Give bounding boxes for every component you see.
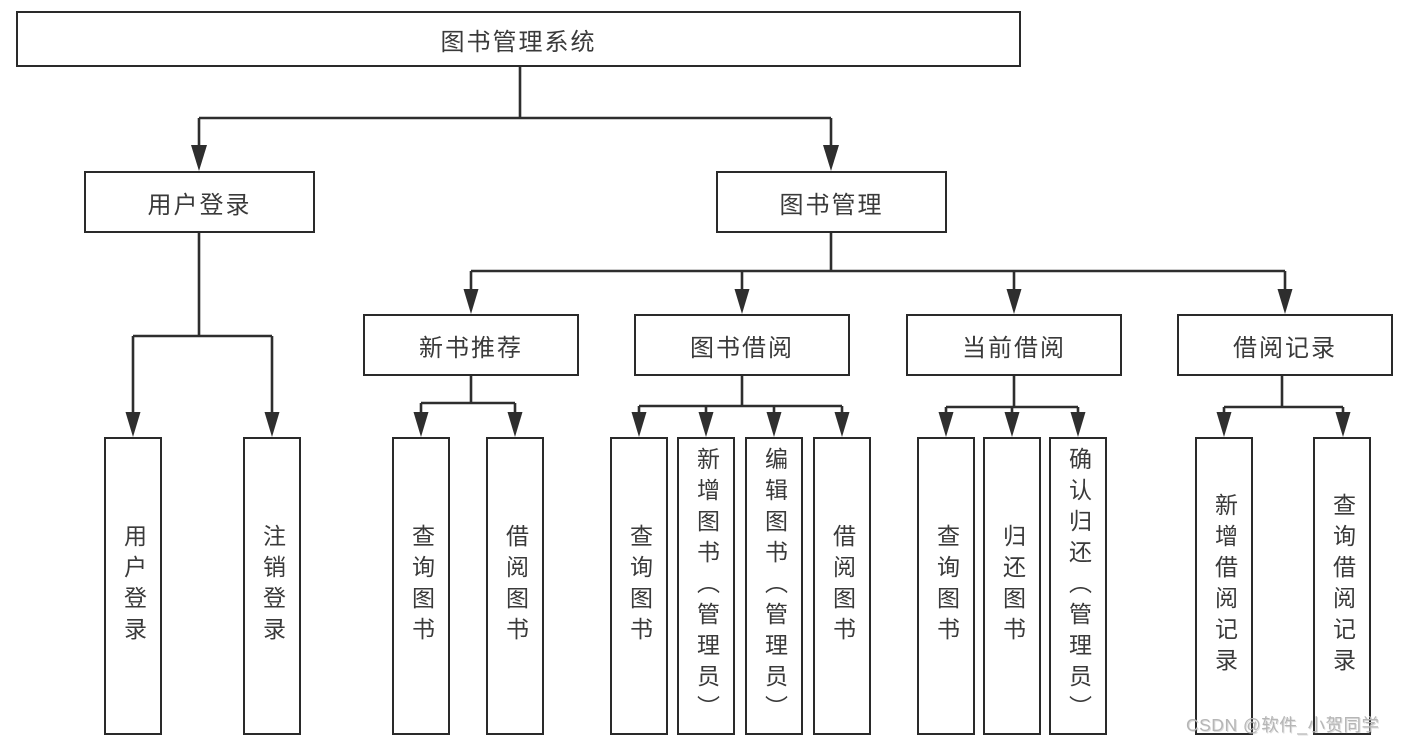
node-book-management: 图书管理 <box>716 171 947 233</box>
leaf-borrow-books-recommend: 借阅图书 <box>486 437 544 735</box>
node-label: 图书借阅 <box>690 334 794 362</box>
leaf-confirm-return-admin: 确认归还（管理员） <box>1049 437 1107 735</box>
leaf-query-borrow-record: 查询借阅记录 <box>1313 437 1371 735</box>
node-label: 借阅图书 <box>829 524 856 648</box>
node-label: 图书管理 <box>779 191 884 219</box>
leaf-add-book-admin: 新增图书（管理员） <box>677 437 735 735</box>
node-label: 查询图书 <box>933 524 960 648</box>
node-label: 确认归还（管理员） <box>1065 446 1092 726</box>
node-label: 归还图书 <box>999 524 1026 648</box>
node-label: 用户登录 <box>147 191 252 219</box>
node-borrowing-records: 借阅记录 <box>1177 314 1393 376</box>
node-label: 注销登录 <box>259 524 286 648</box>
node-new-book-recommendation: 新书推荐 <box>363 314 579 376</box>
node-label: 查询图书 <box>626 524 653 648</box>
node-label: 借阅记录 <box>1233 334 1337 362</box>
leaf-add-borrow-record: 新增借阅记录 <box>1195 437 1253 735</box>
node-label: 借阅图书 <box>502 524 529 648</box>
node-label: 新增借阅记录 <box>1211 493 1238 679</box>
node-label: 当前借阅 <box>962 334 1066 362</box>
csdn-watermark: CSDN @软件_小贺同学 <box>1186 715 1380 735</box>
node-book-borrowing: 图书借阅 <box>634 314 850 376</box>
leaf-return-books: 归还图书 <box>983 437 1041 735</box>
leaf-query-books-recommend: 查询图书 <box>392 437 450 735</box>
node-label: 图书管理系统 <box>440 28 597 56</box>
leaf-query-books-current: 查询图书 <box>917 437 975 735</box>
node-label: 用户登录 <box>120 524 147 648</box>
leaf-borrow-books-borrowing: 借阅图书 <box>813 437 871 735</box>
leaf-query-books-borrowing: 查询图书 <box>610 437 668 735</box>
node-user-login: 用户登录 <box>84 171 315 233</box>
leaf-edit-book-admin: 编辑图书（管理员） <box>745 437 803 735</box>
leaf-logout: 注销登录 <box>243 437 301 735</box>
node-label: 新增图书（管理员） <box>693 446 720 726</box>
node-library-management-system: 图书管理系统 <box>16 11 1021 67</box>
node-label: 编辑图书（管理员） <box>761 446 788 726</box>
node-label: 查询借阅记录 <box>1329 493 1356 679</box>
node-label: 新书推荐 <box>419 334 523 362</box>
node-label: 查询图书 <box>408 524 435 648</box>
node-current-borrowing: 当前借阅 <box>906 314 1122 376</box>
leaf-user-login: 用户登录 <box>104 437 162 735</box>
